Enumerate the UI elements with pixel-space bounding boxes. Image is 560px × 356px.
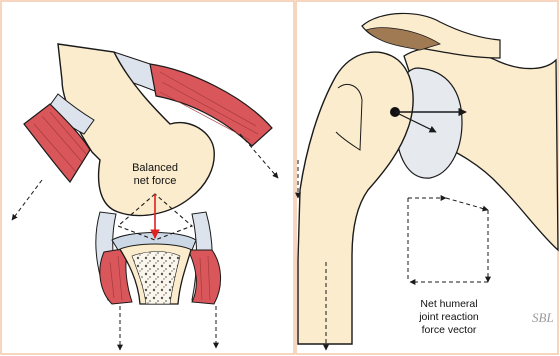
muscle-pull-arrow-left	[12, 180, 42, 220]
vector-top-right	[446, 198, 488, 210]
net-force-label-line1: Balanced	[132, 162, 178, 174]
artist-signature: SBL	[532, 310, 554, 325]
right-panel: Net humeral joint reaction force vector …	[298, 13, 558, 350]
vector-label-line3: force vector	[422, 324, 477, 336]
left-panel: Balanced net force	[12, 44, 278, 350]
vector-label-line1: Net humeral	[420, 298, 477, 310]
humerus	[298, 52, 413, 344]
muscle-pull-arrow-right	[240, 134, 278, 178]
net-force-label-line2: net force	[134, 175, 177, 187]
vector-label-line2: joint reaction	[418, 311, 479, 323]
